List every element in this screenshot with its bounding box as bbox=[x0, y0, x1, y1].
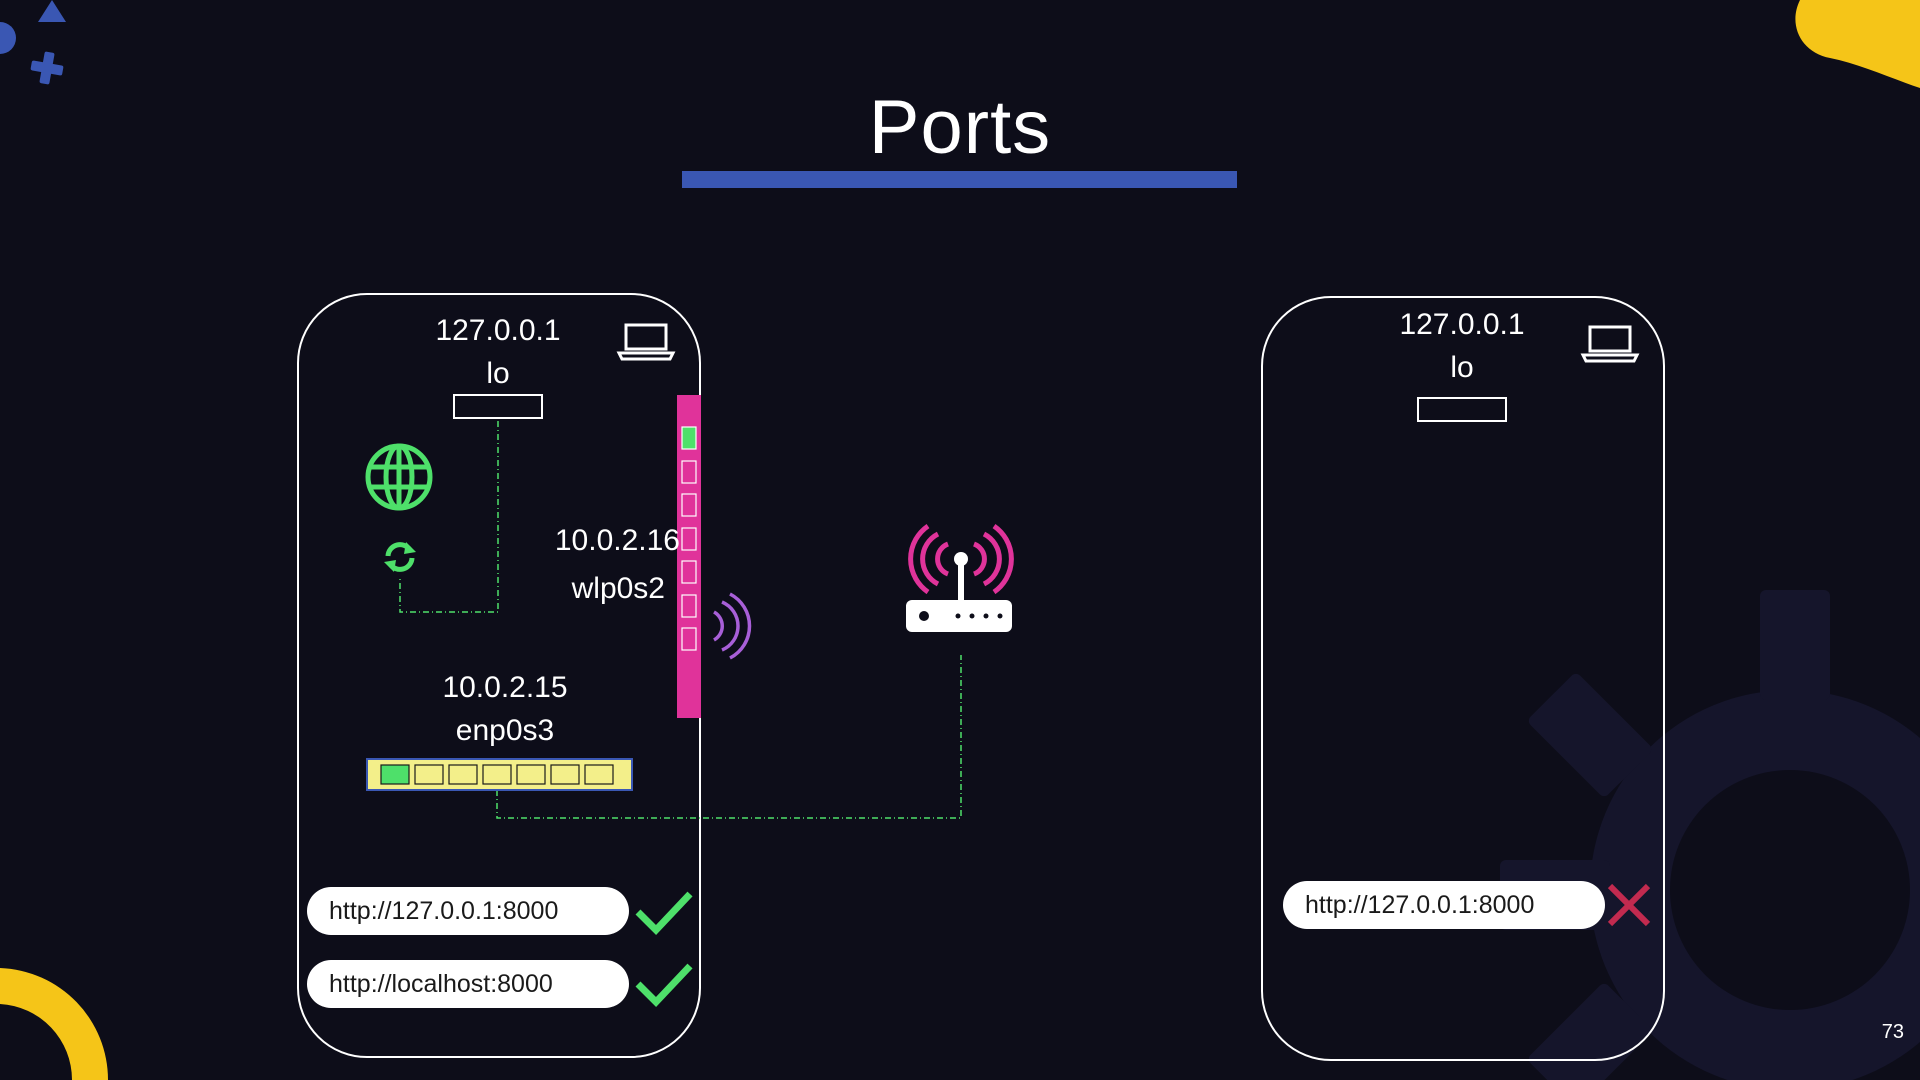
plus-decoration bbox=[30, 51, 64, 85]
ring-decoration bbox=[0, 968, 109, 1080]
blob-decoration bbox=[1795, 0, 1920, 88]
title-underline bbox=[682, 171, 1237, 188]
laptop-icon bbox=[1580, 325, 1640, 363]
left-lo-name: lo bbox=[486, 357, 510, 390]
wifi-port-strip bbox=[677, 395, 701, 718]
ethernet-port bbox=[414, 764, 444, 785]
wifi-port bbox=[681, 527, 697, 551]
left-url-pill-2[interactable]: http://localhost:8000 bbox=[307, 960, 629, 1008]
page-number: 73 bbox=[1881, 1021, 1904, 1043]
eth-to-router-line bbox=[496, 655, 962, 819]
triangle-decoration bbox=[38, 0, 66, 22]
left-eth-ip: 10.0.2.15 bbox=[442, 671, 568, 704]
right-lo-interface bbox=[1417, 397, 1507, 422]
ethernet-port bbox=[482, 764, 512, 785]
check-icon bbox=[635, 891, 693, 936]
router-icon bbox=[906, 523, 1014, 632]
sync-icon bbox=[384, 542, 416, 572]
laptop-icon bbox=[616, 323, 676, 361]
lo-to-sync-line bbox=[399, 421, 499, 613]
slide-title: Ports bbox=[868, 85, 1052, 170]
right-device-frame bbox=[1261, 296, 1665, 1061]
cross-icon bbox=[1607, 883, 1651, 927]
wifi-port bbox=[681, 627, 697, 651]
wifi-signal-icon bbox=[713, 592, 752, 660]
ethernet-port bbox=[550, 764, 580, 785]
ethernet-port bbox=[448, 764, 478, 785]
left-lo-ip: 127.0.0.1 bbox=[435, 314, 561, 347]
globe-icon bbox=[365, 443, 433, 511]
semicircle-decoration bbox=[0, 22, 16, 54]
left-url-pill-1[interactable]: http://127.0.0.1:8000 bbox=[307, 887, 629, 935]
ethernet-port-strip bbox=[366, 758, 633, 791]
right-lo-name: lo bbox=[1450, 351, 1474, 384]
wifi-port bbox=[681, 560, 697, 584]
wifi-port bbox=[681, 460, 697, 484]
left-lo-interface bbox=[453, 394, 543, 419]
check-icon bbox=[635, 963, 693, 1008]
ethernet-port-open bbox=[380, 764, 410, 785]
wifi-port bbox=[681, 594, 697, 618]
wifi-port-open bbox=[681, 426, 697, 450]
right-lo-ip: 127.0.0.1 bbox=[1399, 308, 1525, 341]
wifi-port bbox=[681, 493, 697, 517]
left-wifi-ip: 10.0.2.16 bbox=[554, 524, 680, 557]
left-eth-name: enp0s3 bbox=[455, 714, 555, 747]
left-wifi-name: wlp0s2 bbox=[571, 572, 665, 605]
ethernet-port bbox=[516, 764, 546, 785]
ethernet-port bbox=[584, 764, 614, 785]
right-url-pill-1[interactable]: http://127.0.0.1:8000 bbox=[1283, 881, 1605, 929]
